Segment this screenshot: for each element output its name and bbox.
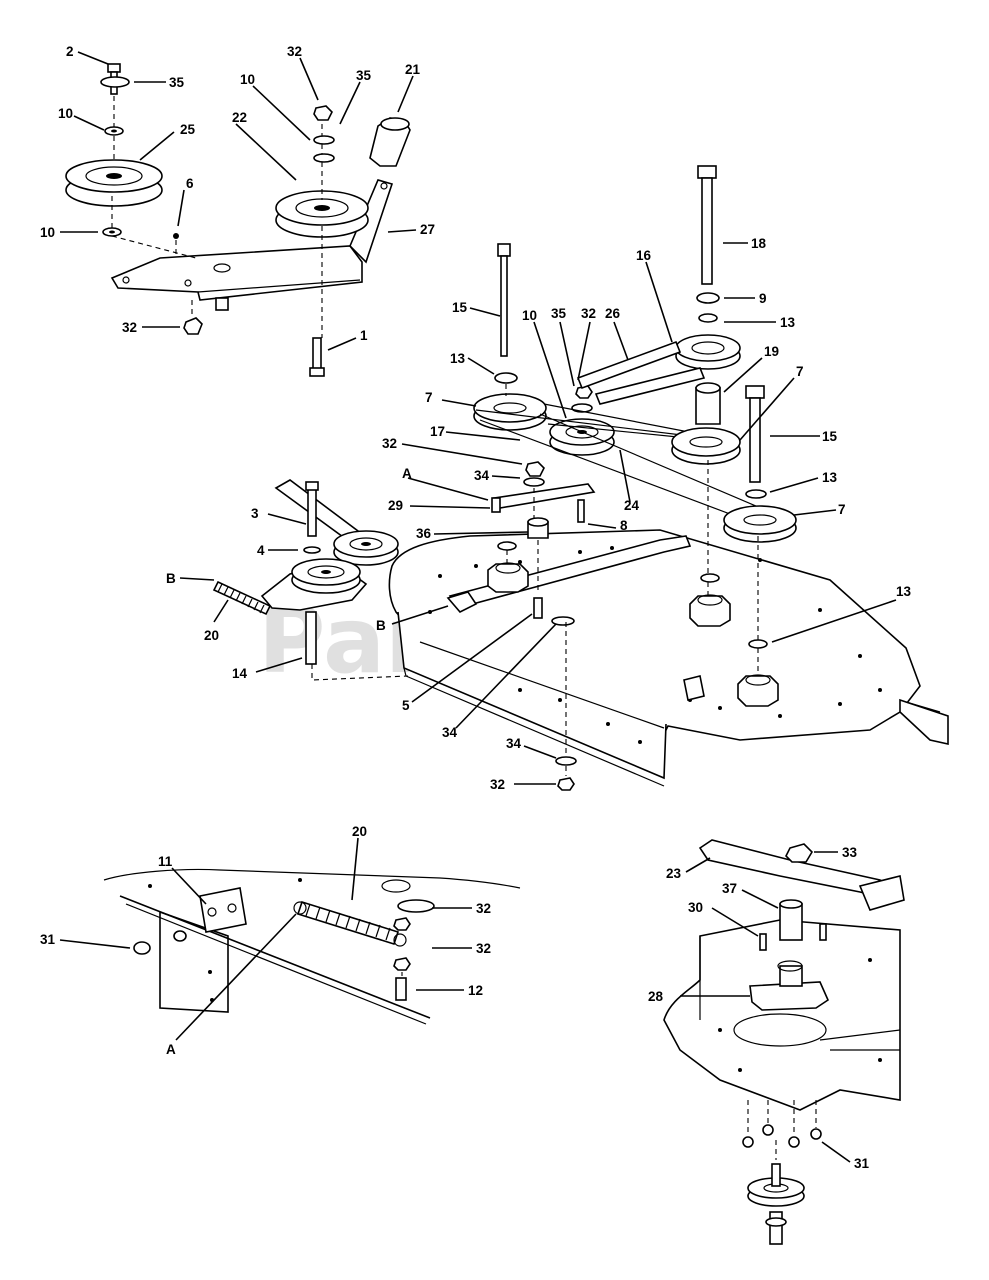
callout-24: 24 bbox=[624, 498, 640, 513]
callout-9: 9 bbox=[759, 291, 767, 306]
callout-16: 16 bbox=[636, 248, 652, 263]
callout-34: 34 bbox=[474, 468, 490, 483]
callout-32: 32 bbox=[287, 44, 302, 59]
callout-32: 32 bbox=[476, 901, 491, 916]
callout-35: 35 bbox=[356, 68, 372, 83]
callout-13: 13 bbox=[896, 584, 912, 599]
callout-32: 32 bbox=[476, 941, 491, 956]
callout-19: 19 bbox=[764, 344, 779, 359]
callout-labels: 2 35 10 25 6 10 32 32 35 21 10 22 27 1 1… bbox=[40, 44, 912, 1171]
callout-20: 20 bbox=[204, 628, 219, 643]
callout-31: 31 bbox=[40, 932, 56, 947]
callout-11: 11 bbox=[158, 854, 173, 869]
callout-7: 7 bbox=[425, 390, 433, 405]
callout-35: 35 bbox=[169, 75, 185, 90]
callout-10: 10 bbox=[40, 225, 55, 240]
callout-12: 12 bbox=[468, 983, 483, 998]
callout-10: 10 bbox=[58, 106, 73, 121]
mower-deck-main bbox=[212, 165, 949, 791]
leader-lines bbox=[59, 51, 897, 1163]
callout-7: 7 bbox=[796, 364, 804, 379]
callout-30: 30 bbox=[688, 900, 703, 915]
callout-B: B bbox=[166, 571, 176, 586]
callout-32: 32 bbox=[382, 436, 397, 451]
callout-29: 29 bbox=[388, 498, 403, 513]
idler-bracket-assembly bbox=[65, 63, 411, 377]
callout-15: 15 bbox=[452, 300, 468, 315]
callout-36: 36 bbox=[416, 526, 432, 541]
callout-18: 18 bbox=[751, 236, 767, 251]
callout-3: 3 bbox=[251, 506, 259, 521]
callout-1: 1 bbox=[360, 328, 368, 343]
callout-15: 15 bbox=[822, 429, 838, 444]
callout-13: 13 bbox=[822, 470, 838, 485]
callout-2: 2 bbox=[66, 44, 74, 59]
callout-23: 23 bbox=[666, 866, 682, 881]
callout-7: 7 bbox=[838, 502, 846, 517]
callout-A: A bbox=[402, 466, 412, 481]
callout-25: 25 bbox=[180, 122, 196, 137]
callout-B: B bbox=[376, 618, 386, 633]
callout-34: 34 bbox=[442, 725, 458, 740]
callout-32: 32 bbox=[122, 320, 137, 335]
callout-13: 13 bbox=[780, 315, 796, 330]
callout-28: 28 bbox=[648, 989, 664, 1004]
callout-10: 10 bbox=[522, 308, 537, 323]
callout-34: 34 bbox=[506, 736, 522, 751]
callout-33: 33 bbox=[842, 845, 858, 860]
spring-detail bbox=[103, 868, 521, 1025]
callout-32: 32 bbox=[581, 306, 596, 321]
callout-14: 14 bbox=[232, 666, 248, 681]
callout-37: 37 bbox=[722, 881, 737, 896]
callout-27: 27 bbox=[420, 222, 435, 237]
callout-20: 20 bbox=[352, 824, 367, 839]
callout-31: 31 bbox=[854, 1156, 870, 1171]
callout-22: 22 bbox=[232, 110, 247, 125]
callout-26: 26 bbox=[605, 306, 621, 321]
callout-8: 8 bbox=[620, 518, 628, 533]
spindle-detail bbox=[663, 839, 905, 1245]
callout-6: 6 bbox=[186, 176, 194, 191]
callout-17: 17 bbox=[430, 424, 445, 439]
callout-32: 32 bbox=[490, 777, 505, 792]
callout-10: 10 bbox=[240, 72, 255, 87]
callout-5: 5 bbox=[402, 698, 410, 713]
callout-13: 13 bbox=[450, 351, 466, 366]
callout-21: 21 bbox=[405, 62, 421, 77]
callout-35: 35 bbox=[551, 306, 567, 321]
callout-4: 4 bbox=[257, 543, 265, 558]
callout-A: A bbox=[166, 1042, 176, 1057]
spring-20-upper bbox=[212, 580, 272, 616]
